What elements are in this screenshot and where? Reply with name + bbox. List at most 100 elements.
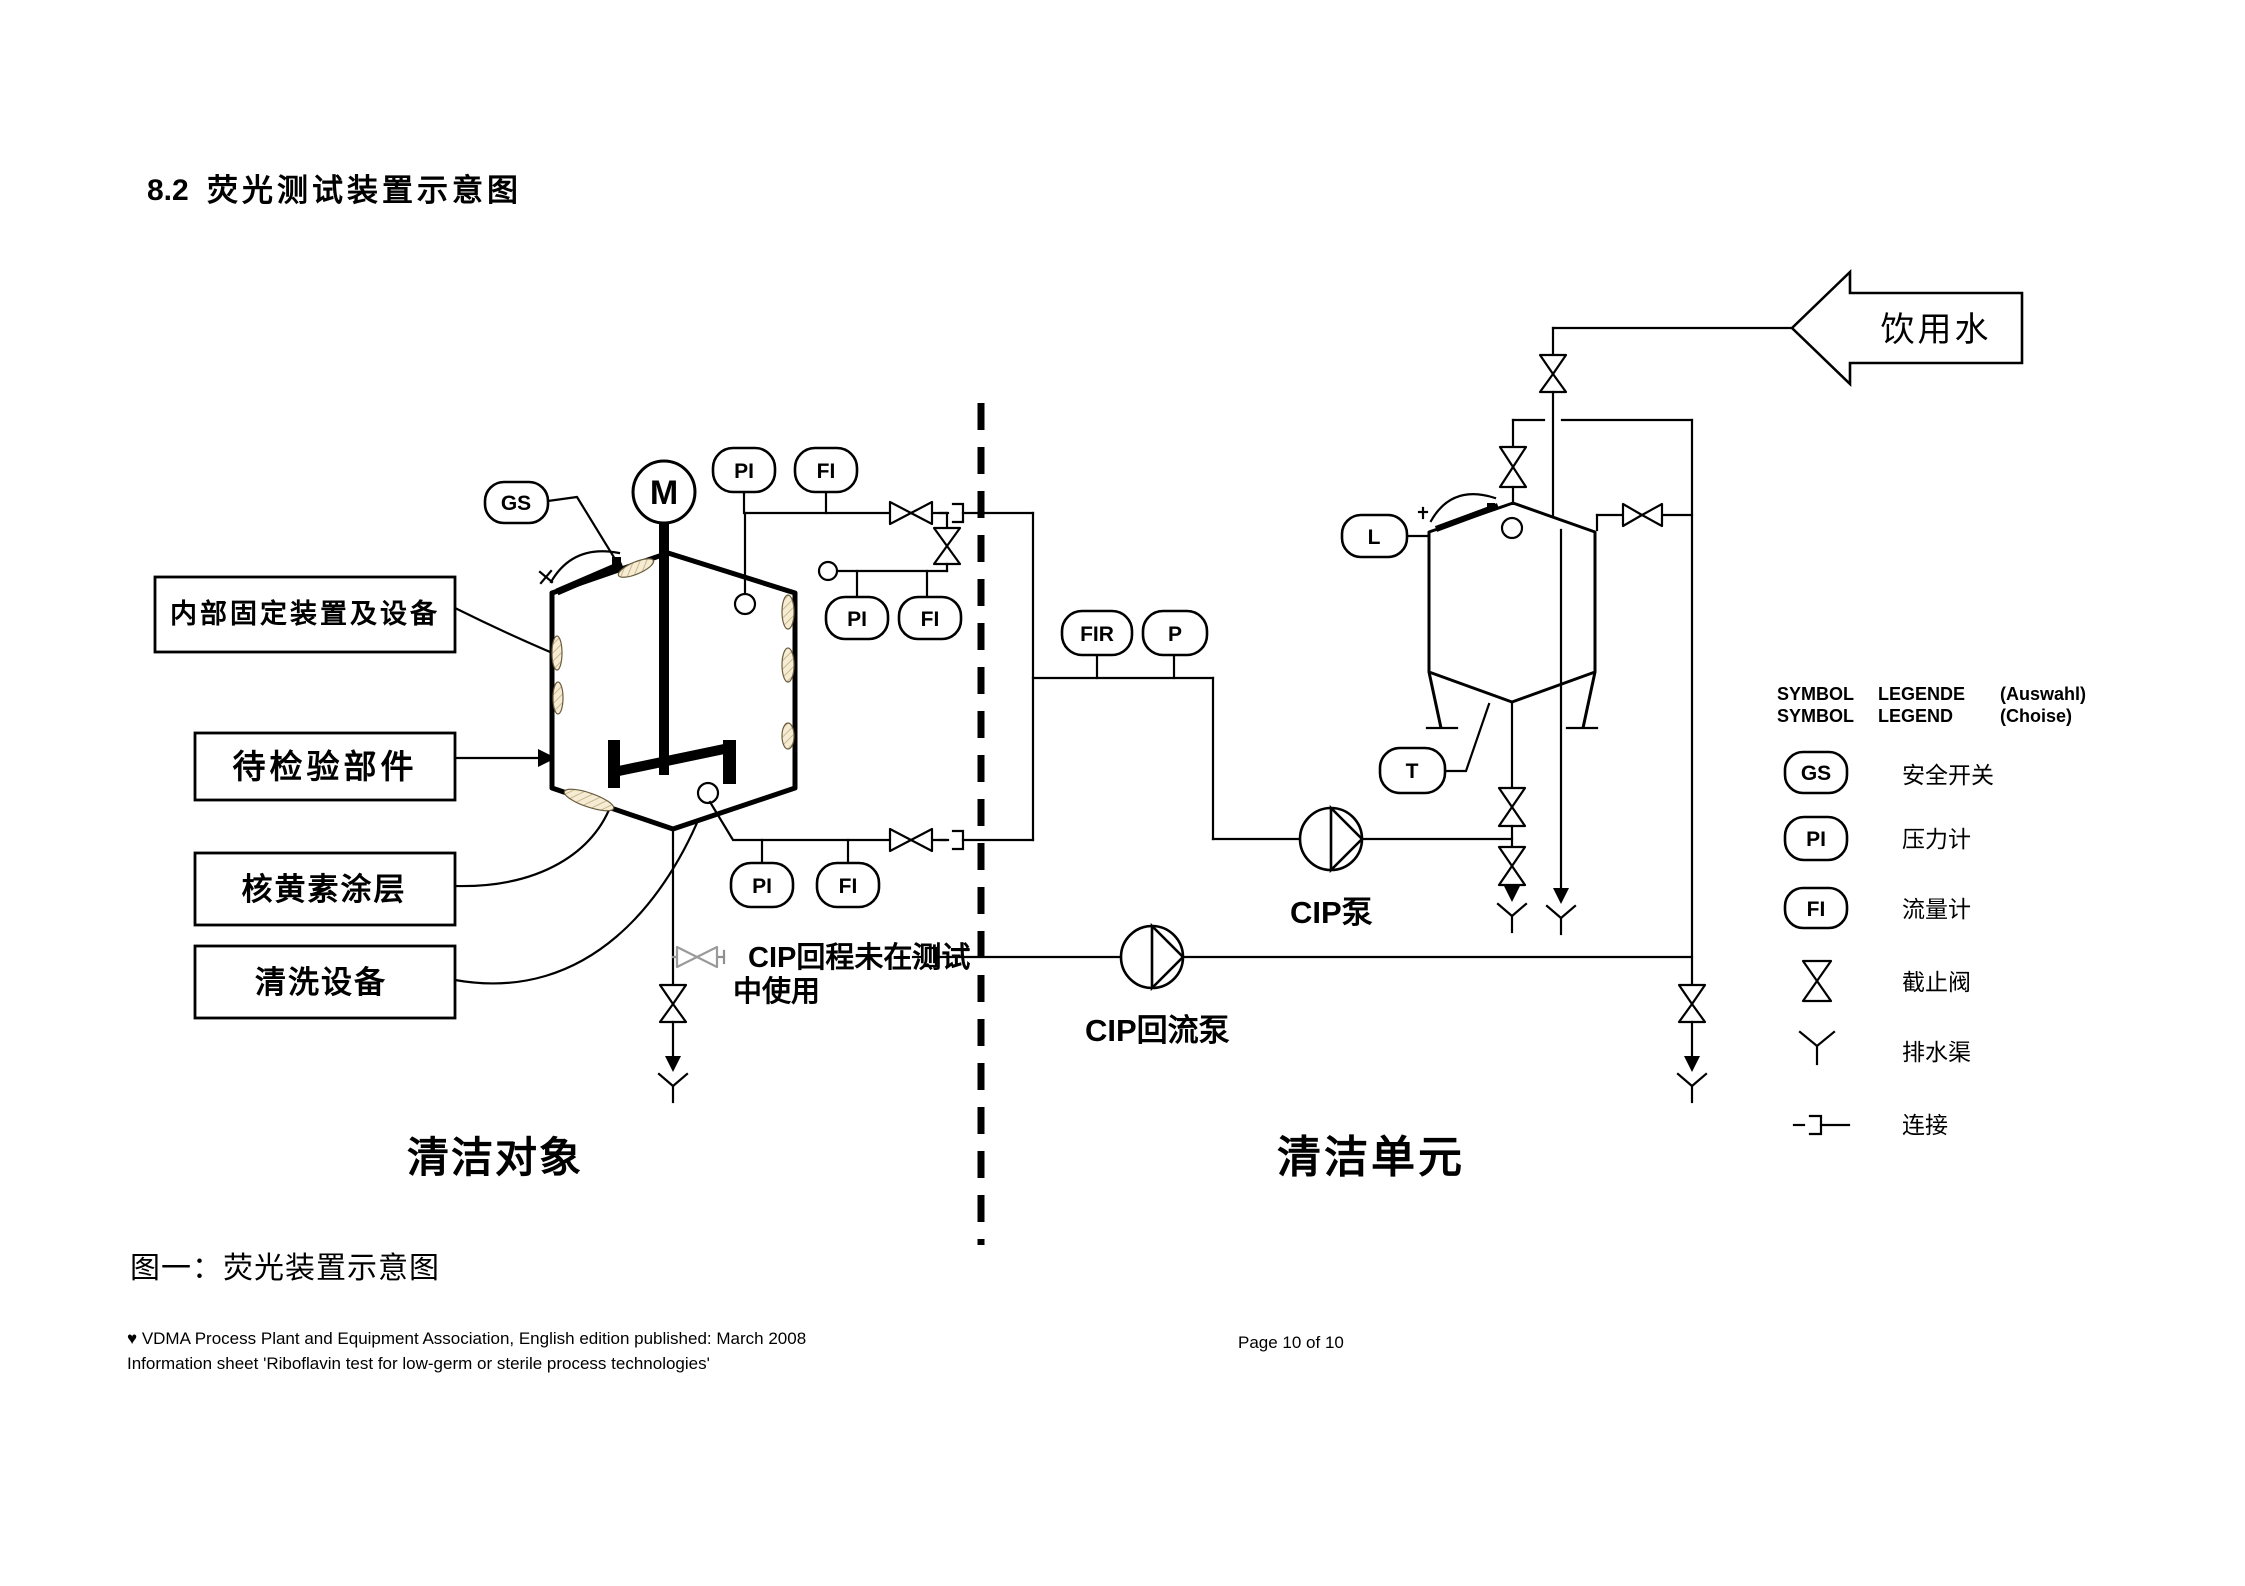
flow-arrow <box>665 1056 681 1072</box>
footer-line-1: ♥ VDMA Process Plant and Equipment Assoc… <box>127 1329 806 1348</box>
pi-bottom-label: PI <box>752 875 772 898</box>
shutoff-valve-top <box>888 500 934 526</box>
legend-item-valve: 截止阀 <box>1801 959 1971 1003</box>
cip-tank-piping <box>1496 326 1794 1104</box>
page-number: Page 10 of 10 <box>1238 1333 1344 1352</box>
drain-valve-right <box>1677 983 1707 1006</box>
callout-riboflavin: 核黄素涂层 <box>193 800 614 927</box>
pointer-arrowhead <box>538 749 556 767</box>
cip-pump-label: CIP泵 <box>1290 895 1373 930</box>
legend-h-c2r2: LEGEND <box>1878 706 1953 726</box>
cip-piping: FIR P CIP泵 CIP回流泵 <box>934 511 1694 1048</box>
legend-fi-label: 流量计 <box>1902 897 1971 922</box>
t-tag: T <box>1378 702 1491 795</box>
tank-outlet-drain: CIP回程未在测试 中使用 <box>657 827 970 1104</box>
fir-label: FIR <box>1080 623 1114 646</box>
heading-number: 8.2 <box>147 174 189 207</box>
cip-return-note-2: 中使用 <box>733 975 820 1008</box>
callout-internals-label: 内部固定装置及设备 <box>170 598 440 629</box>
cip-return-branch: CIP回程未在测试 中使用 <box>671 941 970 1008</box>
stop-valve-icon <box>1801 959 1833 983</box>
connection-icon <box>1792 1114 1851 1136</box>
legend-item-pi: PI 压力计 <box>1783 815 1971 862</box>
legend-item-drain: 排水渠 <box>1798 1030 1971 1066</box>
callout-part-label: 待检验部件 <box>233 748 418 786</box>
section-left-label: 清洁对象 <box>407 1135 583 1182</box>
supply-valve <box>1538 353 1568 376</box>
legend-item-fi: FI 流量计 <box>1783 886 1971 930</box>
connection-symbol-bottom <box>938 829 965 851</box>
callout-cleaning-label: 清洗设备 <box>255 965 387 1000</box>
bottom-piping: PI FI <box>708 800 1035 909</box>
legend-h-c3r2: (Choise) <box>2000 706 2072 726</box>
callout-riboflavin-label: 核黄素涂层 <box>242 872 407 907</box>
supply-label: 饮用水 <box>1881 311 1992 349</box>
motor: M <box>631 459 697 525</box>
vent-valve <box>1498 445 1528 469</box>
agitator <box>608 523 736 788</box>
tank-outlet-valve-1 <box>1497 786 1527 809</box>
cip-return-note-1: CIP回程未在测试 <box>748 941 970 974</box>
fi-bottom-label: FI <box>839 875 858 898</box>
motor-label: M <box>650 474 678 512</box>
pi-top-label: PI <box>734 460 754 483</box>
legend-drain-label: 排水渠 <box>1902 1040 1971 1065</box>
p-tag: P <box>1141 609 1209 657</box>
legend-gs-label: 安全开关 <box>1902 763 1994 788</box>
supply-arrow: 饮用水 <box>1790 268 2024 388</box>
test-tank: M GS <box>483 459 798 832</box>
page-heading: 8.2 荧光测试装置示意图 <box>147 173 522 208</box>
top-piping: PI FI PI FI <box>711 446 1035 641</box>
sample-branch: PI FI <box>817 511 963 641</box>
t-label: T <box>1406 760 1419 783</box>
drain-valve-left <box>658 983 688 1006</box>
legend-h-c3r1: (Auswahl) <box>2000 684 2086 704</box>
fir-tag: FIR <box>1060 609 1134 657</box>
section-right-label: 清洁单元 <box>1277 1133 1465 1182</box>
tank-outlet-valve-2 <box>1497 845 1527 868</box>
callout-internals: 内部固定装置及设备 <box>153 575 733 718</box>
legend-valve-label: 截止阀 <box>1902 970 1971 995</box>
cip-return-pump-label: CIP回流泵 <box>1085 1013 1230 1048</box>
drain-symbol-left <box>657 1072 689 1104</box>
bottom-nozzle-circle <box>696 781 720 805</box>
p-label: P <box>1168 623 1182 646</box>
shutoff-valve-bottom <box>888 827 934 853</box>
cip-return-pump: CIP回流泵 <box>1085 922 1230 1048</box>
legend-fi-symbol: FI <box>1807 898 1826 921</box>
legend-connection-label: 连接 <box>1902 1113 1948 1138</box>
connection-symbol-top <box>938 502 965 524</box>
recirc-valve <box>1621 502 1644 528</box>
legend: SYMBOL LEGENDE (Auswahl) SYMBOL LEGEND (… <box>1777 684 2086 1138</box>
callout-part-under-test: 待检验部件 <box>193 731 556 802</box>
top-nozzle-circle <box>733 592 757 616</box>
gs-tag: GS <box>483 480 617 561</box>
drain-symbol-outlet <box>1496 902 1528 934</box>
l-tag: L <box>1340 513 1431 559</box>
footer-line-2: Information sheet 'Riboflavin test for l… <box>127 1354 710 1373</box>
legend-pi-label: 压力计 <box>1902 827 1971 852</box>
cip-pump: CIP泵 <box>1290 804 1373 930</box>
riboflavin-patch-group <box>551 558 795 812</box>
legend-header: SYMBOL LEGENDE (Auswahl) SYMBOL LEGEND (… <box>1777 684 2086 726</box>
legend-h-c1r1: SYMBOL <box>1777 684 1854 704</box>
legend-item-gs: GS 安全开关 <box>1783 750 1994 795</box>
manhole-cip <box>1417 493 1500 532</box>
legend-gs-symbol: GS <box>1801 762 1831 785</box>
legend-h-c1r2: SYMBOL <box>1777 706 1854 726</box>
legend-item-connection: 连接 <box>1792 1113 1948 1138</box>
drain-symbol-diptube <box>1545 904 1577 936</box>
drain-symbol-right <box>1676 1072 1708 1104</box>
callout-cleaning-equipment: 清洗设备 <box>193 804 706 1020</box>
pi-tag-top: PI <box>711 446 777 494</box>
gs-label: GS <box>501 492 531 515</box>
page-footer: ♥ VDMA Process Plant and Equipment Assoc… <box>127 1329 1344 1373</box>
sprayball-circle <box>1500 516 1524 540</box>
pi-tag-bottom: PI <box>729 861 795 909</box>
cip-tank: L T <box>1340 493 1599 795</box>
fi-tag-bottom: FI <box>815 861 881 909</box>
page-title: 荧光测试装置示意图 <box>207 173 522 208</box>
drain-icon <box>1798 1030 1836 1066</box>
fi-tag-top: FI <box>793 446 859 494</box>
